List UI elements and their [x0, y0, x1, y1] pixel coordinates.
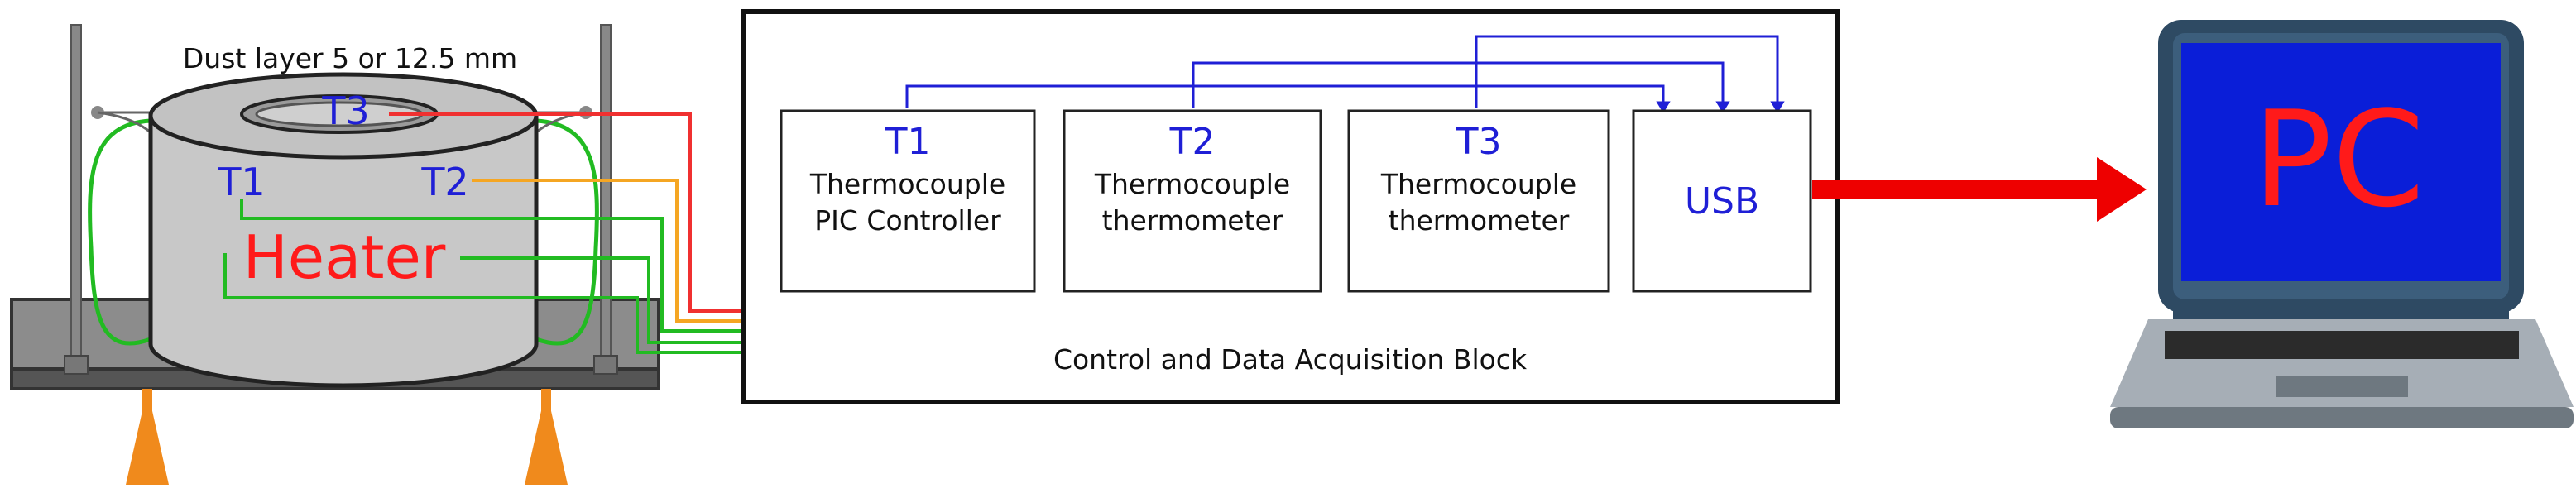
t2-module-box [1063, 109, 1322, 293]
t3-usb-arrowhead [1770, 101, 1785, 113]
laptop-screen [2181, 43, 2501, 281]
t3-probe-label: T3 [321, 89, 369, 133]
t2-module-channel: T2 [1169, 121, 1216, 163]
left-gray-lead [97, 111, 151, 134]
laptop-base-front [2110, 407, 2574, 428]
t1-usb-arrowhead [1656, 101, 1671, 113]
laptop-hinge [2173, 308, 2509, 319]
heater-cylinder [148, 113, 539, 388]
control-daq-block: T1 Thermocouple PIC Controller T2 Thermo… [741, 9, 1840, 404]
t1-module-channel: T1 [885, 121, 931, 163]
right-stand-foot [593, 355, 618, 375]
right-stand [600, 24, 612, 373]
laptop-keyboard [2165, 331, 2519, 359]
left-stand [70, 24, 82, 373]
usb-signal-lines [905, 35, 1785, 113]
t1-probe-label: T1 [217, 160, 265, 204]
usb-label: USB [1685, 180, 1759, 223]
t1-usb-line [905, 84, 1665, 108]
right-green-loop [535, 118, 599, 346]
right-foot-stem [541, 389, 551, 438]
arrow-head [2097, 157, 2147, 222]
left-foot-stem [142, 389, 152, 438]
t3-module-box [1347, 109, 1610, 293]
laptop-touchpad [2276, 376, 2408, 397]
t2-probe-label: T2 [420, 160, 468, 204]
usb-to-pc-arrow [1812, 157, 2147, 222]
arrow-shaft [1812, 180, 2103, 199]
t1-module-line1: Thermocouple [809, 168, 1005, 200]
daq-block-title: Control and Data Acquisition Block [1053, 343, 1528, 376]
t1-module-line2: PIC Controller [814, 204, 1001, 237]
t3-module-channel: T3 [1456, 121, 1502, 163]
t2-module-line2: thermometer [1102, 204, 1283, 237]
t3-module-line2: thermometer [1389, 204, 1570, 237]
left-green-loop [88, 118, 151, 346]
t2-usb-arrowhead [1715, 101, 1730, 113]
apparatus: Dust layer 5 or 12.5 mm T3 T1 T2 Heater [10, 24, 660, 485]
t3-usb-line [1475, 35, 1779, 108]
t2-usb-line [1192, 61, 1725, 108]
dust-layer-label: Dust layer 5 or 12.5 mm [183, 42, 517, 74]
t2-module-line1: Thermocouple [1094, 168, 1290, 200]
pc-label: PC [2252, 82, 2425, 237]
heater-label: Heater [243, 223, 446, 292]
left-stand-foot [64, 355, 89, 375]
laptop-icon: PC [2110, 20, 2574, 428]
usb-box [1632, 109, 1812, 293]
t1-module-box [780, 109, 1036, 293]
t3-module-line1: Thermocouple [1380, 168, 1576, 200]
